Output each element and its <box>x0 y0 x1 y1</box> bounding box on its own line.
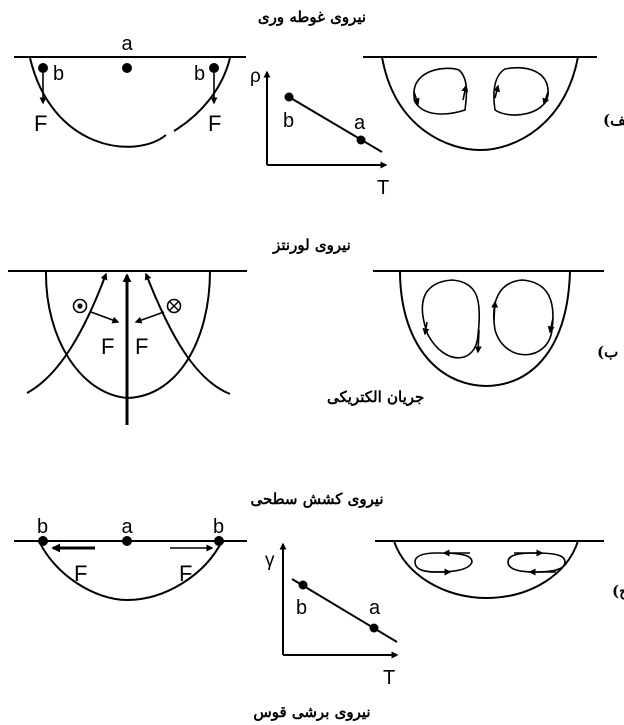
lorentz-force-arrow-left <box>90 311 120 324</box>
flow-arrow-left-down <box>474 329 482 354</box>
point-b-left <box>38 63 48 73</box>
current-label: جریان الکتریکی <box>327 388 424 406</box>
graph-point-b <box>298 580 308 590</box>
flow-loop-left <box>413 67 468 115</box>
flow-loop-left <box>421 279 481 359</box>
lorentz-force-arrow-right <box>134 311 165 324</box>
point-b-right <box>209 63 219 73</box>
field-out-of-page-icon <box>72 298 88 314</box>
force-label-right: F <box>179 561 192 586</box>
flow-loop-left <box>414 552 473 573</box>
graph-line <box>291 578 398 643</box>
buoyancy-section: نیروی غوطه وری a b b F F ρ T b <box>14 8 624 199</box>
graph-point-a <box>369 623 379 633</box>
flow-arrow-right-up <box>491 300 499 321</box>
label-b-left: b <box>37 516 48 538</box>
flow-arrow-right-up <box>493 84 501 99</box>
surface-tension-temperature-graph: γ T b a <box>265 542 399 689</box>
lorentz-pool: F F جریان الکتریکی <box>8 270 424 425</box>
flow-loop-right <box>493 279 554 356</box>
flow-arrow-left-up <box>461 84 469 101</box>
graph-label-a: a <box>369 597 381 619</box>
point-a <box>122 536 132 546</box>
magnetic-field-line-right <box>144 272 231 395</box>
flow-loop-right <box>507 552 566 573</box>
graph-label-a: a <box>354 112 366 134</box>
flow-loop-right <box>493 66 549 116</box>
surface-tension-flow-pool: ج) <box>375 540 624 600</box>
marker-alef: الف) <box>603 111 624 129</box>
point-b-left <box>38 536 48 546</box>
graph-label-b: b <box>296 597 307 619</box>
label-b-right: b <box>194 63 205 85</box>
pool-boundary <box>381 56 579 152</box>
point-a <box>122 63 132 73</box>
buoyancy-flow-pool: الف) <box>363 56 624 152</box>
force-label-right: F <box>135 334 148 359</box>
force-label-left: F <box>34 111 47 136</box>
flow-arrow-right-down <box>542 91 550 106</box>
pool-boundary <box>399 270 571 388</box>
label-b-left: b <box>53 63 64 85</box>
graph-point-b <box>284 92 294 102</box>
lorentz-flow-pool: ب) <box>373 270 618 388</box>
surface-tension-pool: b a b F F <box>14 516 247 602</box>
pool-boundary-right <box>173 57 231 132</box>
density-temperature-graph: ρ T b a <box>250 66 389 199</box>
graph-x-label: T <box>377 177 389 199</box>
flow-arrow-right-side <box>547 317 555 334</box>
flow-arrow-left-down <box>412 91 420 106</box>
force-label-left: F <box>101 334 114 359</box>
flow-arrow-left-side <box>422 321 430 336</box>
lorentz-title: نیروی لورنتز <box>272 236 351 254</box>
label-a: a <box>121 516 133 538</box>
label-b-right: b <box>213 516 224 538</box>
graph-line <box>288 96 383 153</box>
label-a: a <box>121 33 133 55</box>
lorentz-section: نیروی لورنتز F F جریان الکتریکی <box>8 236 618 425</box>
force-label-right: F <box>208 111 221 136</box>
graph-x-label: T <box>383 667 395 689</box>
graph-point-a <box>356 135 366 145</box>
pool-boundary <box>38 540 223 602</box>
marker-be: ب) <box>597 343 618 361</box>
pool-boundary-left <box>29 57 167 148</box>
arc-shear-title: نیروی برشی قوس <box>253 703 370 721</box>
force-label-left: F <box>74 561 87 586</box>
surface-tension-section: نیروی کشش سطحی b a b F F γ T b a <box>14 490 624 689</box>
surface-tension-title: نیروی کشش سطحی <box>250 490 383 508</box>
buoyancy-pool: a b b F F <box>14 33 246 148</box>
buoyancy-title: نیروی غوطه وری <box>258 8 366 26</box>
graph-y-label: γ <box>265 550 275 571</box>
point-b-right <box>214 536 224 546</box>
graph-label-b: b <box>283 110 294 132</box>
graph-y-label: ρ <box>250 66 261 87</box>
marker-jim: ج) <box>612 582 624 600</box>
field-into-page-icon <box>166 298 182 314</box>
magnetic-field-line-left <box>26 272 108 394</box>
